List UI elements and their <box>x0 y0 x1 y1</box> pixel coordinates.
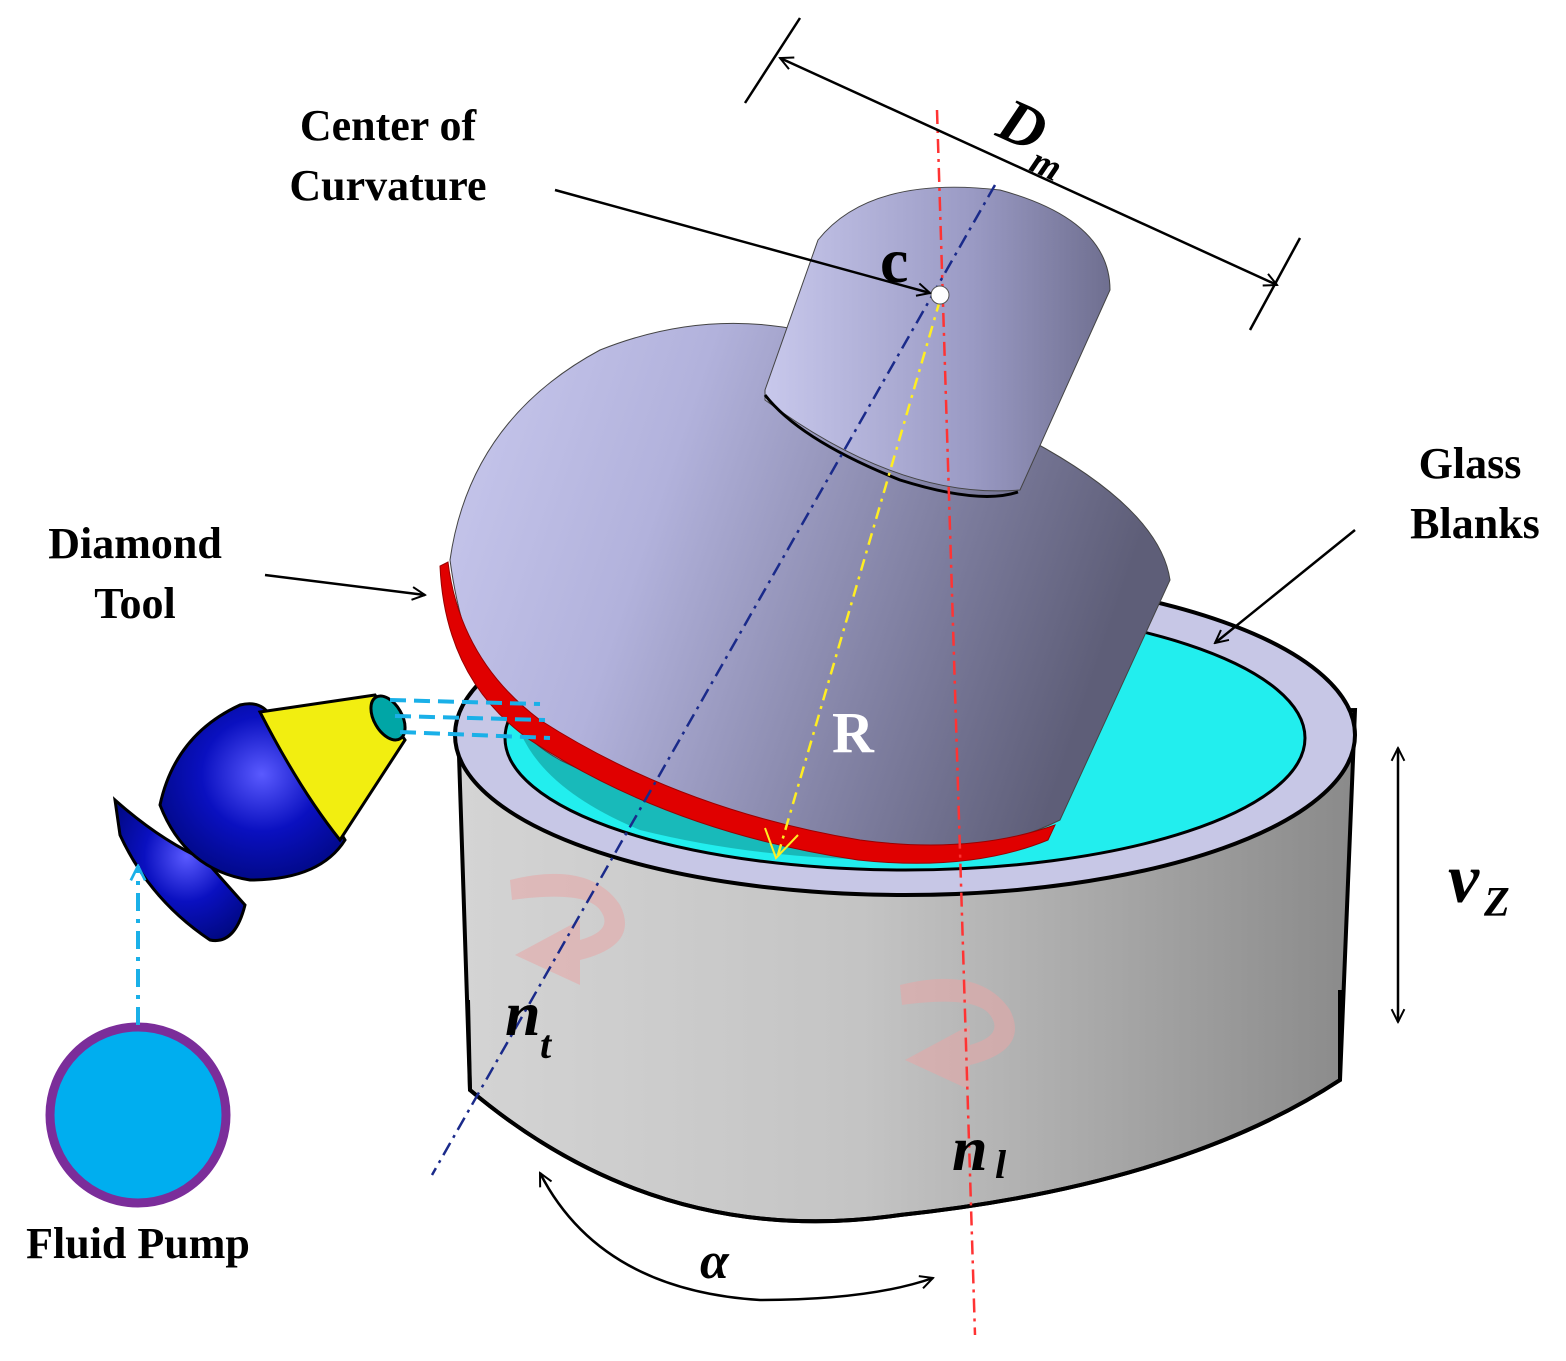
vz-sub: Z <box>1483 880 1510 926</box>
fluid-pump-label: Fluid Pump <box>26 1219 250 1268</box>
tool-axis-line <box>430 184 997 1176</box>
holder-axis-line <box>935 109 977 1336</box>
fluid-pump <box>45 1022 231 1208</box>
fluid-nozzle <box>112 693 551 943</box>
center-of-curvature-label-line1: Center of <box>300 101 478 150</box>
nozzle-cone <box>257 693 407 843</box>
nozzle-tip <box>369 694 407 742</box>
rotation-arrow-right <box>900 978 1015 1090</box>
glass-blanks-label-line2: Blanks <box>1410 499 1540 548</box>
diamond-edge <box>439 561 1056 864</box>
rotation-arrow-left <box>510 873 625 985</box>
fluid-spray <box>389 698 551 740</box>
tool-stem-base <box>763 394 1019 498</box>
radius-line <box>776 299 942 856</box>
dm-symbol: D m <box>987 85 1068 190</box>
nl-sub: l <box>995 1142 1007 1187</box>
diamond-tool-label-line2: Tool <box>94 579 176 628</box>
center-of-curvature-label-line2: Curvature <box>289 161 486 210</box>
nt-sub: t <box>540 1022 553 1067</box>
radius-symbol: R <box>832 700 875 765</box>
nt-main: n <box>505 978 541 1049</box>
glass-blanks-label-line1: Glass <box>1419 439 1522 488</box>
radius-arrowhead <box>764 827 799 860</box>
alpha-symbol: α <box>700 1233 730 1290</box>
alpha-arc <box>538 1173 933 1302</box>
center-symbol: c <box>880 225 908 296</box>
glass-leader-arrow <box>1215 529 1356 643</box>
diamond-leader-arrow <box>264 573 425 595</box>
center-point <box>930 285 950 305</box>
nozzle-flare <box>112 796 247 943</box>
nozzle-bulb <box>158 702 347 882</box>
nl-main: n <box>952 1113 988 1184</box>
dm-dimension <box>743 17 1302 331</box>
vz-main: v <box>1448 841 1480 918</box>
center-leader-arrow <box>554 188 930 293</box>
diamond-tool-label-line1: Diamond <box>48 519 222 568</box>
